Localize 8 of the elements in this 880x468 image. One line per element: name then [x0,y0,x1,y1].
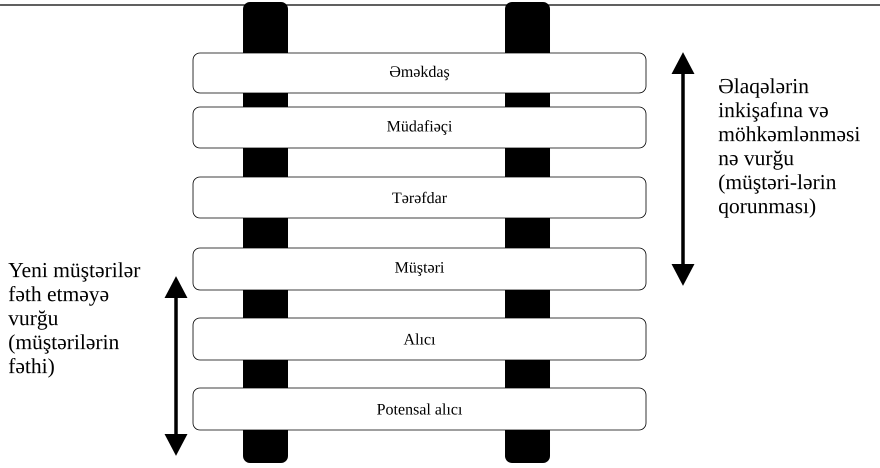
side-note: Əlaqələrin inkişafına və möhkəmlənməsi nə vurğu (müştəri-lərin qorunması) [718,78,860,218]
ladder-rung: Əməkdaş [192,52,646,94]
side-note: Yeni müştərilər fəth etməyə vurğu (müştərilərin fəthi) [8,262,140,378]
ladder-rung: Müştəri [192,248,646,290]
ladder-rung: Müdafiəçi [192,106,646,148]
ladder-rung: Tərəfdar [192,176,646,218]
ladder-rung: Alıcı [192,318,646,360]
ladder-rung: Potensal alıcı [192,388,646,430]
